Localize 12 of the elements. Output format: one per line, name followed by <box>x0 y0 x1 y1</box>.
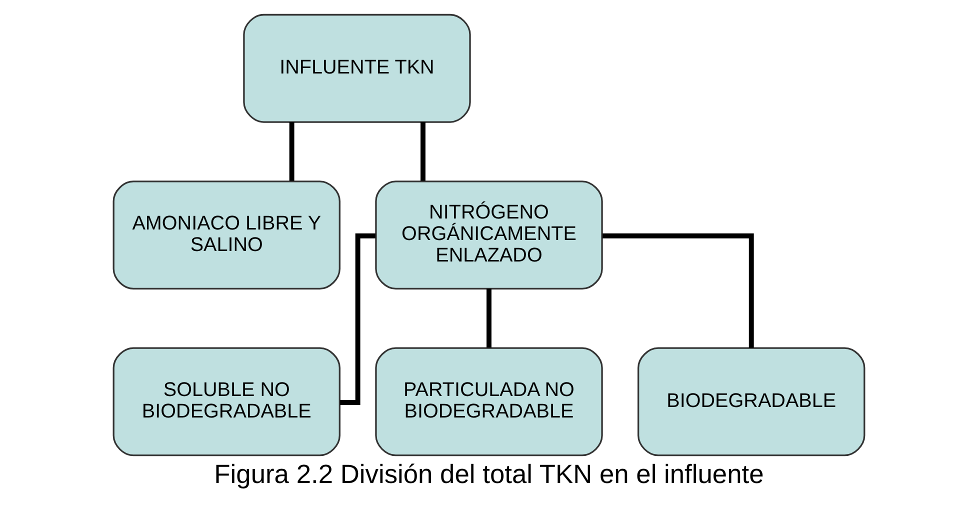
node-box: BIODEGRADABLE <box>637 347 865 456</box>
node-box: NITRÓGENO ORGÁNICAMENTE ENLAZADO <box>374 180 602 290</box>
caption: Figura 2.2 División del total TKN en el influente <box>214 459 764 490</box>
connector <box>602 233 754 348</box>
connector <box>420 122 425 181</box>
node-box: AMONIACO LIBRE Y SALINO <box>112 180 340 290</box>
connector <box>486 288 491 348</box>
node-box: SOLUBLE NO BIODEGRADABLE <box>112 347 340 456</box>
connector <box>340 233 375 406</box>
node-box: PARTICULADA NO BIODEGRADABLE <box>374 347 602 456</box>
node-box: INFLUENTE TKN <box>242 14 470 123</box>
connector <box>288 122 294 181</box>
